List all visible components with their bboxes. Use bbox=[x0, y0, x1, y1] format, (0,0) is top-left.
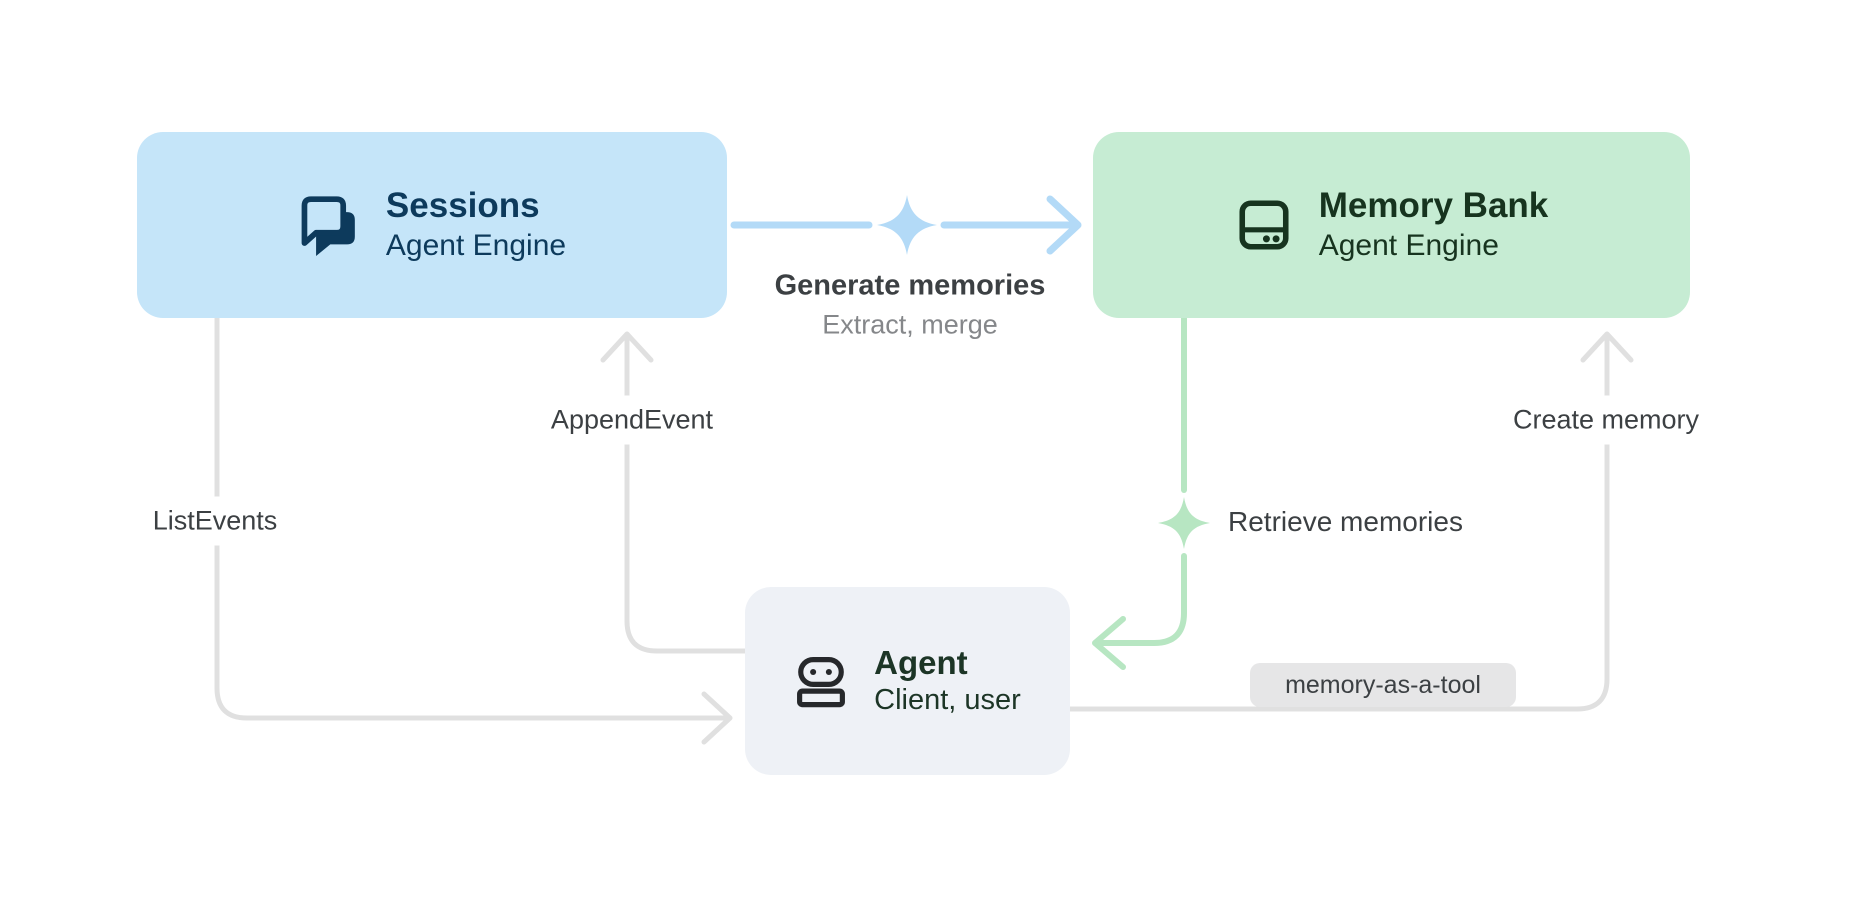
sparkle-icon bbox=[877, 195, 937, 255]
edge-create-memory-arrowhead bbox=[1580, 331, 1634, 363]
memory-as-a-tool-badge: memory-as-a-tool bbox=[1250, 663, 1516, 707]
edge-list-events-line bbox=[214, 315, 729, 721]
node-memory-bank: Memory Bank Agent Engine bbox=[1093, 132, 1690, 318]
sparkle-icon bbox=[1158, 497, 1210, 549]
edge-label-generate-memories: Generate memories bbox=[774, 269, 1046, 302]
robot-icon bbox=[794, 654, 848, 708]
node-subtitle: Agent Engine bbox=[1318, 229, 1499, 263]
edge-append-event-line bbox=[624, 335, 748, 654]
node-subtitle: Client, user bbox=[874, 684, 1021, 717]
edge-label-create-memory: Create memory bbox=[1504, 395, 1708, 445]
node-sessions: Sessions Agent Engine bbox=[137, 132, 727, 318]
memory-storage-icon bbox=[1235, 196, 1293, 254]
node-agent: Agent Client, user bbox=[745, 587, 1070, 775]
edge-generate-memories-arrowhead bbox=[1046, 195, 1082, 255]
edge-create-memory-line bbox=[1067, 335, 1610, 712]
node-subtitle: Agent Engine bbox=[385, 229, 567, 263]
edge-retrieve-memories-line-bottom bbox=[1098, 553, 1187, 646]
edge-list-events-arrowhead bbox=[701, 691, 733, 745]
node-title: Memory Bank bbox=[1318, 186, 1549, 226]
forum-icon bbox=[298, 194, 360, 256]
edge-label-append-event: AppendEvent bbox=[542, 395, 722, 445]
edge-label-retrieve-memories: Retrieve memories bbox=[1228, 506, 1463, 537]
edge-sublabel-extract-merge: Extract, merge bbox=[822, 309, 998, 340]
edge-append-event-arrowhead bbox=[600, 331, 654, 363]
edge-retrieve-memories-arrowhead bbox=[1092, 616, 1126, 670]
node-title: Agent bbox=[874, 644, 968, 682]
edge-label-list-events: ListEvents bbox=[144, 496, 286, 546]
node-title: Sessions bbox=[385, 186, 540, 226]
